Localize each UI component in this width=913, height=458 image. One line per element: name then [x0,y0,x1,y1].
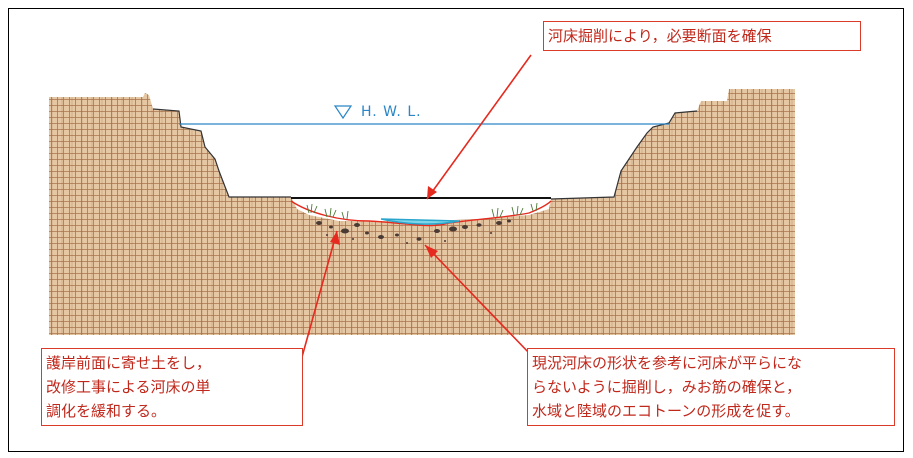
hwl-label: H. W. L. [361,104,422,120]
river-cross-section [49,54,795,376]
callout-right-line: らないように掘削し，みお筋の確保と， [532,378,802,396]
callout-left-line: 調化を緩和する。 [46,402,167,420]
callout-right: 現況河床の形状を参考に河床が平らにな らないように掘削し，みお筋の確保と， 水域… [527,348,895,426]
callout-left-line: 護岸前面に寄せ土をし， [46,354,212,372]
arrow-right [424,244,532,356]
hwl-marker-icon [333,105,353,120]
arrow-left-up [296,230,338,376]
arrow-top [426,54,532,200]
callout-left-line: 改修工事による河床の単 [46,378,211,396]
vegetation [306,202,538,220]
arrow-top-head [427,186,437,199]
low-flow-channel [380,218,460,225]
callout-top-line: 河床掘削により，必要断面を確保 [548,27,772,45]
callout-right-line: 水域と陸域のエコトーンの形成を促す。 [532,402,800,420]
riverbed-stones [316,219,511,244]
arrow-right-head [425,245,438,258]
arrow-left-up-head [330,231,340,245]
callout-arrows [296,54,532,376]
callout-top: 河床掘削により，必要断面を確保 [543,21,861,51]
callout-left: 護岸前面に寄せ土をし， 改修工事による河床の単 調化を緩和する。 [41,348,303,426]
channel-outline [152,108,698,200]
figure-frame: H. W. L. 河床掘削により，必要断面を確保 護岸前面に寄せ土をし， 改修工… [8,8,904,452]
callout-right-line: 現況河床の形状を参考に河床が平らにな [532,354,803,372]
